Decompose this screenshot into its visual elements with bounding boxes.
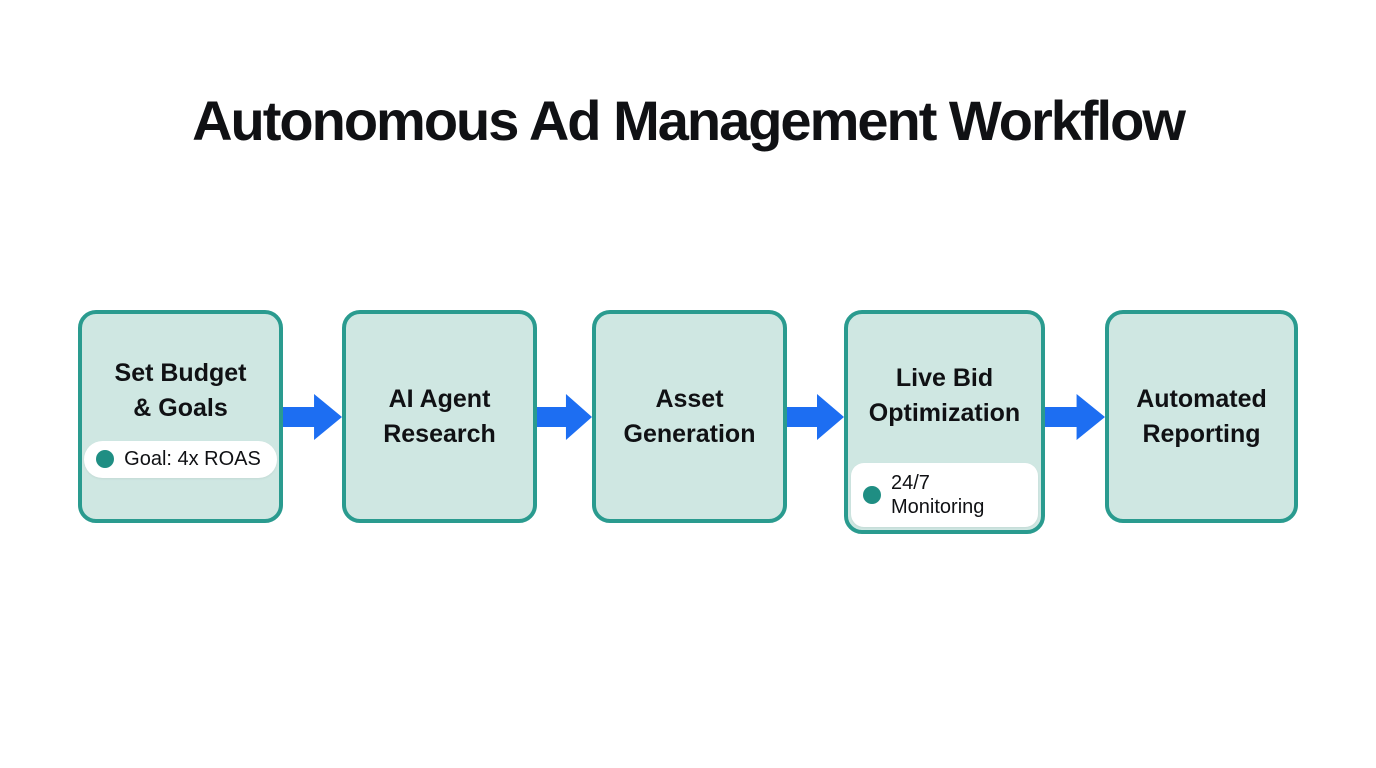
step-label: Set Budget & Goals — [115, 356, 247, 426]
badge-line: Goal: 4x ROAS — [124, 447, 261, 470]
diagram-title: Autonomous Ad Management Workflow — [192, 89, 1186, 152]
step-label-line: Generation — [623, 419, 756, 448]
status-dot-icon — [96, 450, 115, 468]
step-automated-reporting: Automated Reporting — [1105, 310, 1298, 523]
step-label-line: Reporting — [1142, 419, 1261, 448]
step-label-line: Asset — [655, 384, 724, 413]
step-label-line: Automated — [1136, 384, 1267, 413]
step-label-line: & Goals — [133, 393, 228, 422]
badge-line: Monitoring — [891, 496, 985, 518]
step-asset-generation: Asset Generation — [592, 310, 787, 523]
workflow-row: Set Budget & Goals Goal: 4x ROAS AI Agen… — [78, 310, 1298, 534]
badge-line: 24/7 — [891, 472, 930, 494]
step-set-budget-goals: Set Budget & Goals Goal: 4x ROAS — [78, 310, 283, 523]
goal-badge-text: Goal: 4x ROAS — [124, 448, 261, 471]
step-label-line: AI Agent — [388, 384, 491, 413]
monitoring-badge: 24/7 Monitoring — [851, 463, 1038, 527]
arrow-right-icon — [1045, 394, 1105, 440]
arrow-right-icon — [537, 394, 592, 440]
step-label-line: Live Bid — [895, 364, 994, 392]
step-label-line: Optimization — [868, 399, 1021, 427]
arrow-right-icon — [787, 394, 844, 440]
step-label: Live Bid Optimization — [848, 314, 1041, 530]
status-dot-icon — [863, 486, 881, 504]
step-label-line: Research — [383, 419, 496, 448]
step-live-bid-optimization: Live Bid Optimization 24/7 Monitoring — [844, 310, 1045, 534]
step-ai-agent-research: AI Agent Research — [342, 310, 537, 523]
step-label: AI Agent Research — [383, 382, 496, 452]
step-label: Automated Reporting — [1136, 382, 1267, 452]
step-label-line: Set Budget — [114, 358, 247, 387]
step-label: Asset Generation — [624, 382, 756, 452]
arrow-right-icon — [283, 394, 342, 440]
monitoring-badge-text: 24/7 Monitoring — [891, 471, 984, 519]
goal-badge: Goal: 4x ROAS — [84, 440, 277, 478]
